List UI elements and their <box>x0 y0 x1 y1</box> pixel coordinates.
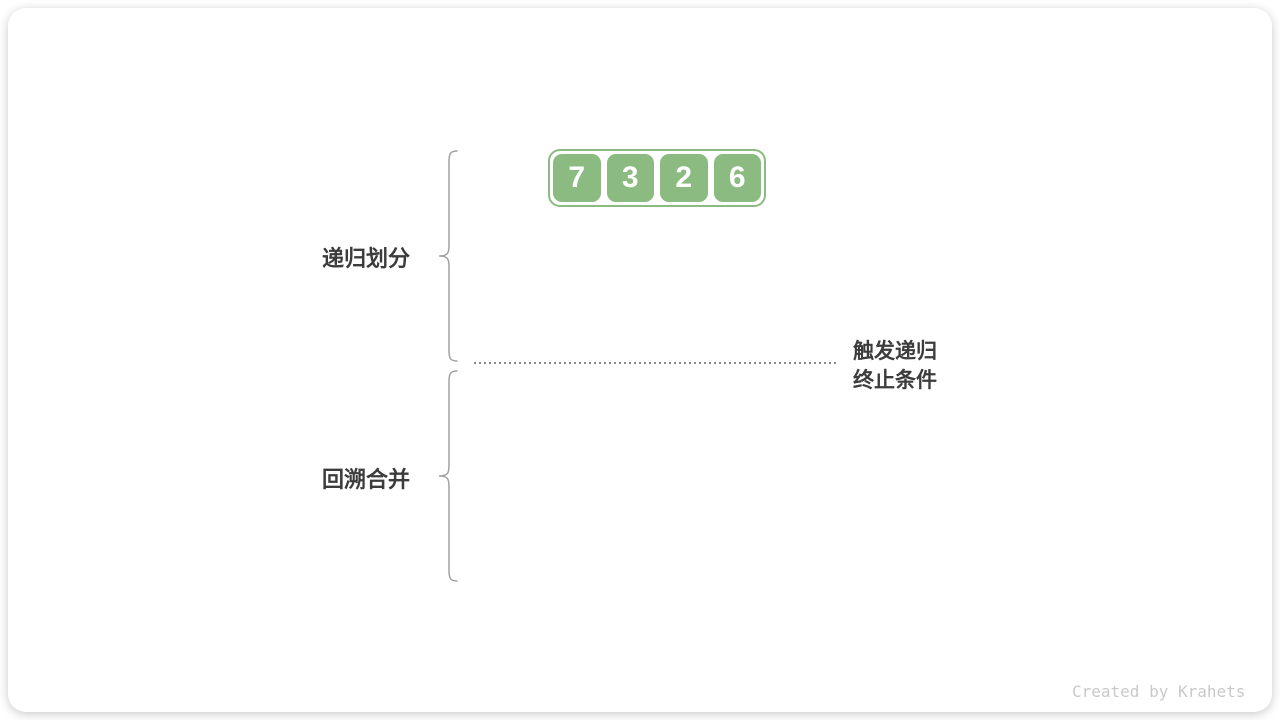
array-cell: 2 <box>660 154 708 202</box>
backtrack-merge-brace-icon <box>438 370 458 582</box>
recursive-divide-label: 递归划分 <box>321 246 410 271</box>
termination-divider-line <box>474 362 838 364</box>
recursive-divide-brace-icon <box>438 150 458 362</box>
canvas-card: 7 3 2 6 递归划分 触发递归 终止条件 回溯合并 Created by K… <box>8 8 1272 712</box>
array-cell: 7 <box>553 154 601 202</box>
watermark-credit: Created by Krahets <box>1072 682 1246 701</box>
array-cell: 6 <box>713 154 761 202</box>
termination-condition-label: 触发递归 终止条件 <box>853 337 937 395</box>
termination-condition-line2: 终止条件 <box>853 369 937 392</box>
backtrack-merge-label: 回溯合并 <box>321 467 410 492</box>
array-cell: 3 <box>606 154 654 202</box>
termination-condition-line1: 触发递归 <box>853 340 937 363</box>
array-container: 7 3 2 6 <box>548 149 766 207</box>
